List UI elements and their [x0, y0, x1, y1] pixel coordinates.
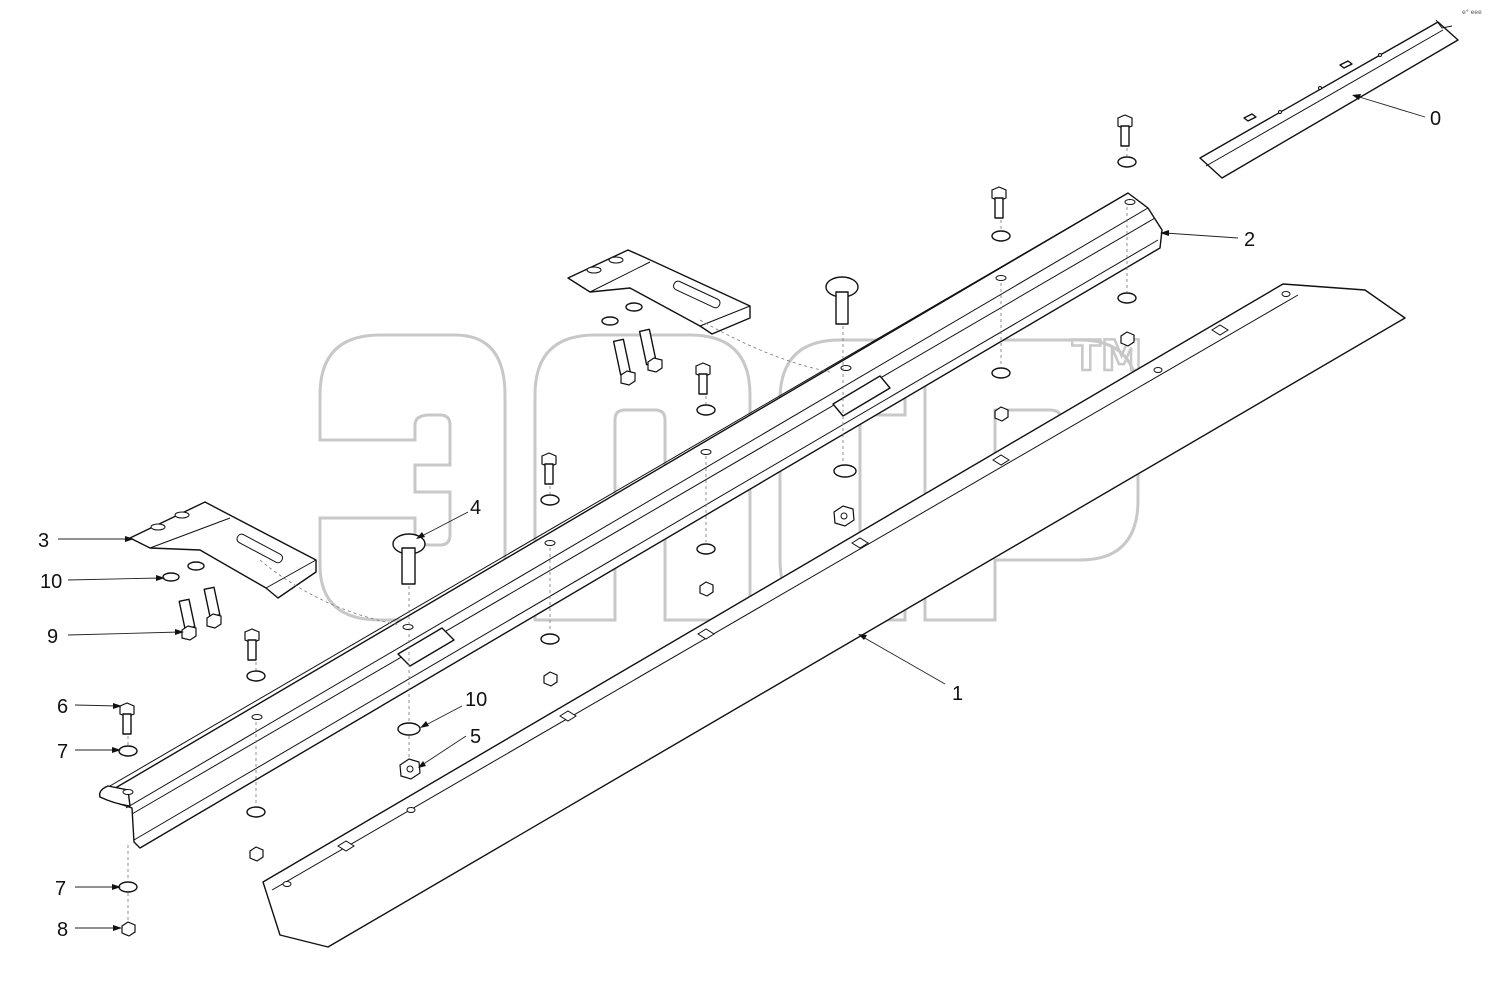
part-6-bolt: [119, 702, 135, 735]
callout-9: 9: [47, 626, 58, 648]
callout-leaders: [58, 94, 1426, 931]
bolt-stack: [991, 186, 1011, 422]
part-3-bracket-left: [129, 501, 317, 599]
part-4-bolt-left: [392, 533, 426, 585]
callout-7-top: 7: [57, 741, 68, 763]
callout-2: 2: [1244, 229, 1255, 251]
bar-hole: [700, 449, 712, 455]
part-9-bolts-right: [612, 328, 663, 386]
blade-hole: [851, 537, 869, 549]
bar-hole: [840, 365, 852, 371]
part-10-washer-left: [397, 722, 421, 736]
bar-hole: [251, 714, 263, 720]
callout-0: 0: [1430, 108, 1441, 130]
bar-hole: [122, 789, 134, 795]
callout-8: 8: [57, 919, 68, 941]
blade-hole: [1153, 367, 1163, 373]
callout-10-center: 10: [465, 689, 487, 711]
blade-hole: [337, 840, 355, 852]
part-7-washer-top: [118, 745, 138, 757]
part-7-washer-bottom: [118, 881, 138, 893]
part-2-bar: [98, 192, 1163, 849]
callout-6: 6: [57, 696, 68, 718]
bar-hole: [995, 275, 1007, 281]
blade-hole: [1211, 324, 1229, 336]
part-4-bolt-right: [825, 276, 859, 325]
part-10-washer-right: [833, 464, 857, 478]
part-3-bracket-right: [567, 249, 751, 335]
part-1-blade: [262, 283, 1406, 948]
bar-hole: [402, 624, 414, 630]
bolt-stack: [540, 452, 560, 687]
part-5-nut-left: [399, 758, 421, 780]
part-10-washers-right: [601, 302, 643, 326]
part-5-nut-right: [833, 505, 855, 527]
corner-mark: e° eee: [1462, 9, 1482, 16]
blade-hole: [1281, 291, 1291, 297]
blade-hole: [559, 710, 577, 722]
part-0-overview: [1199, 19, 1459, 179]
part-9-bolts-left: [178, 586, 222, 641]
bar-hole: [544, 540, 556, 546]
callout-1: 1: [952, 683, 963, 705]
bolt-stack: [1117, 114, 1137, 347]
blade-hole: [406, 807, 416, 813]
part-8-nut: [121, 921, 136, 937]
assembly-centerlines: [127, 148, 1128, 920]
callout-7-bottom: 7: [55, 878, 66, 900]
bar-hole: [1124, 199, 1136, 205]
part-10-washers-left: [162, 561, 205, 582]
blade-hole: [697, 628, 715, 640]
callout-4: 4: [470, 497, 481, 519]
blade-hole: [992, 454, 1010, 466]
callout-labels: 0 1 2 3 4 5 6 7 7 8 9 10 10: [38, 108, 1441, 941]
callout-5: 5: [470, 726, 481, 748]
bolt-stack: [244, 628, 266, 862]
bolt-stack: [695, 362, 716, 597]
callout-3: 3: [38, 530, 49, 552]
callout-10-left: 10: [40, 571, 62, 593]
blade-hole: [282, 881, 292, 887]
